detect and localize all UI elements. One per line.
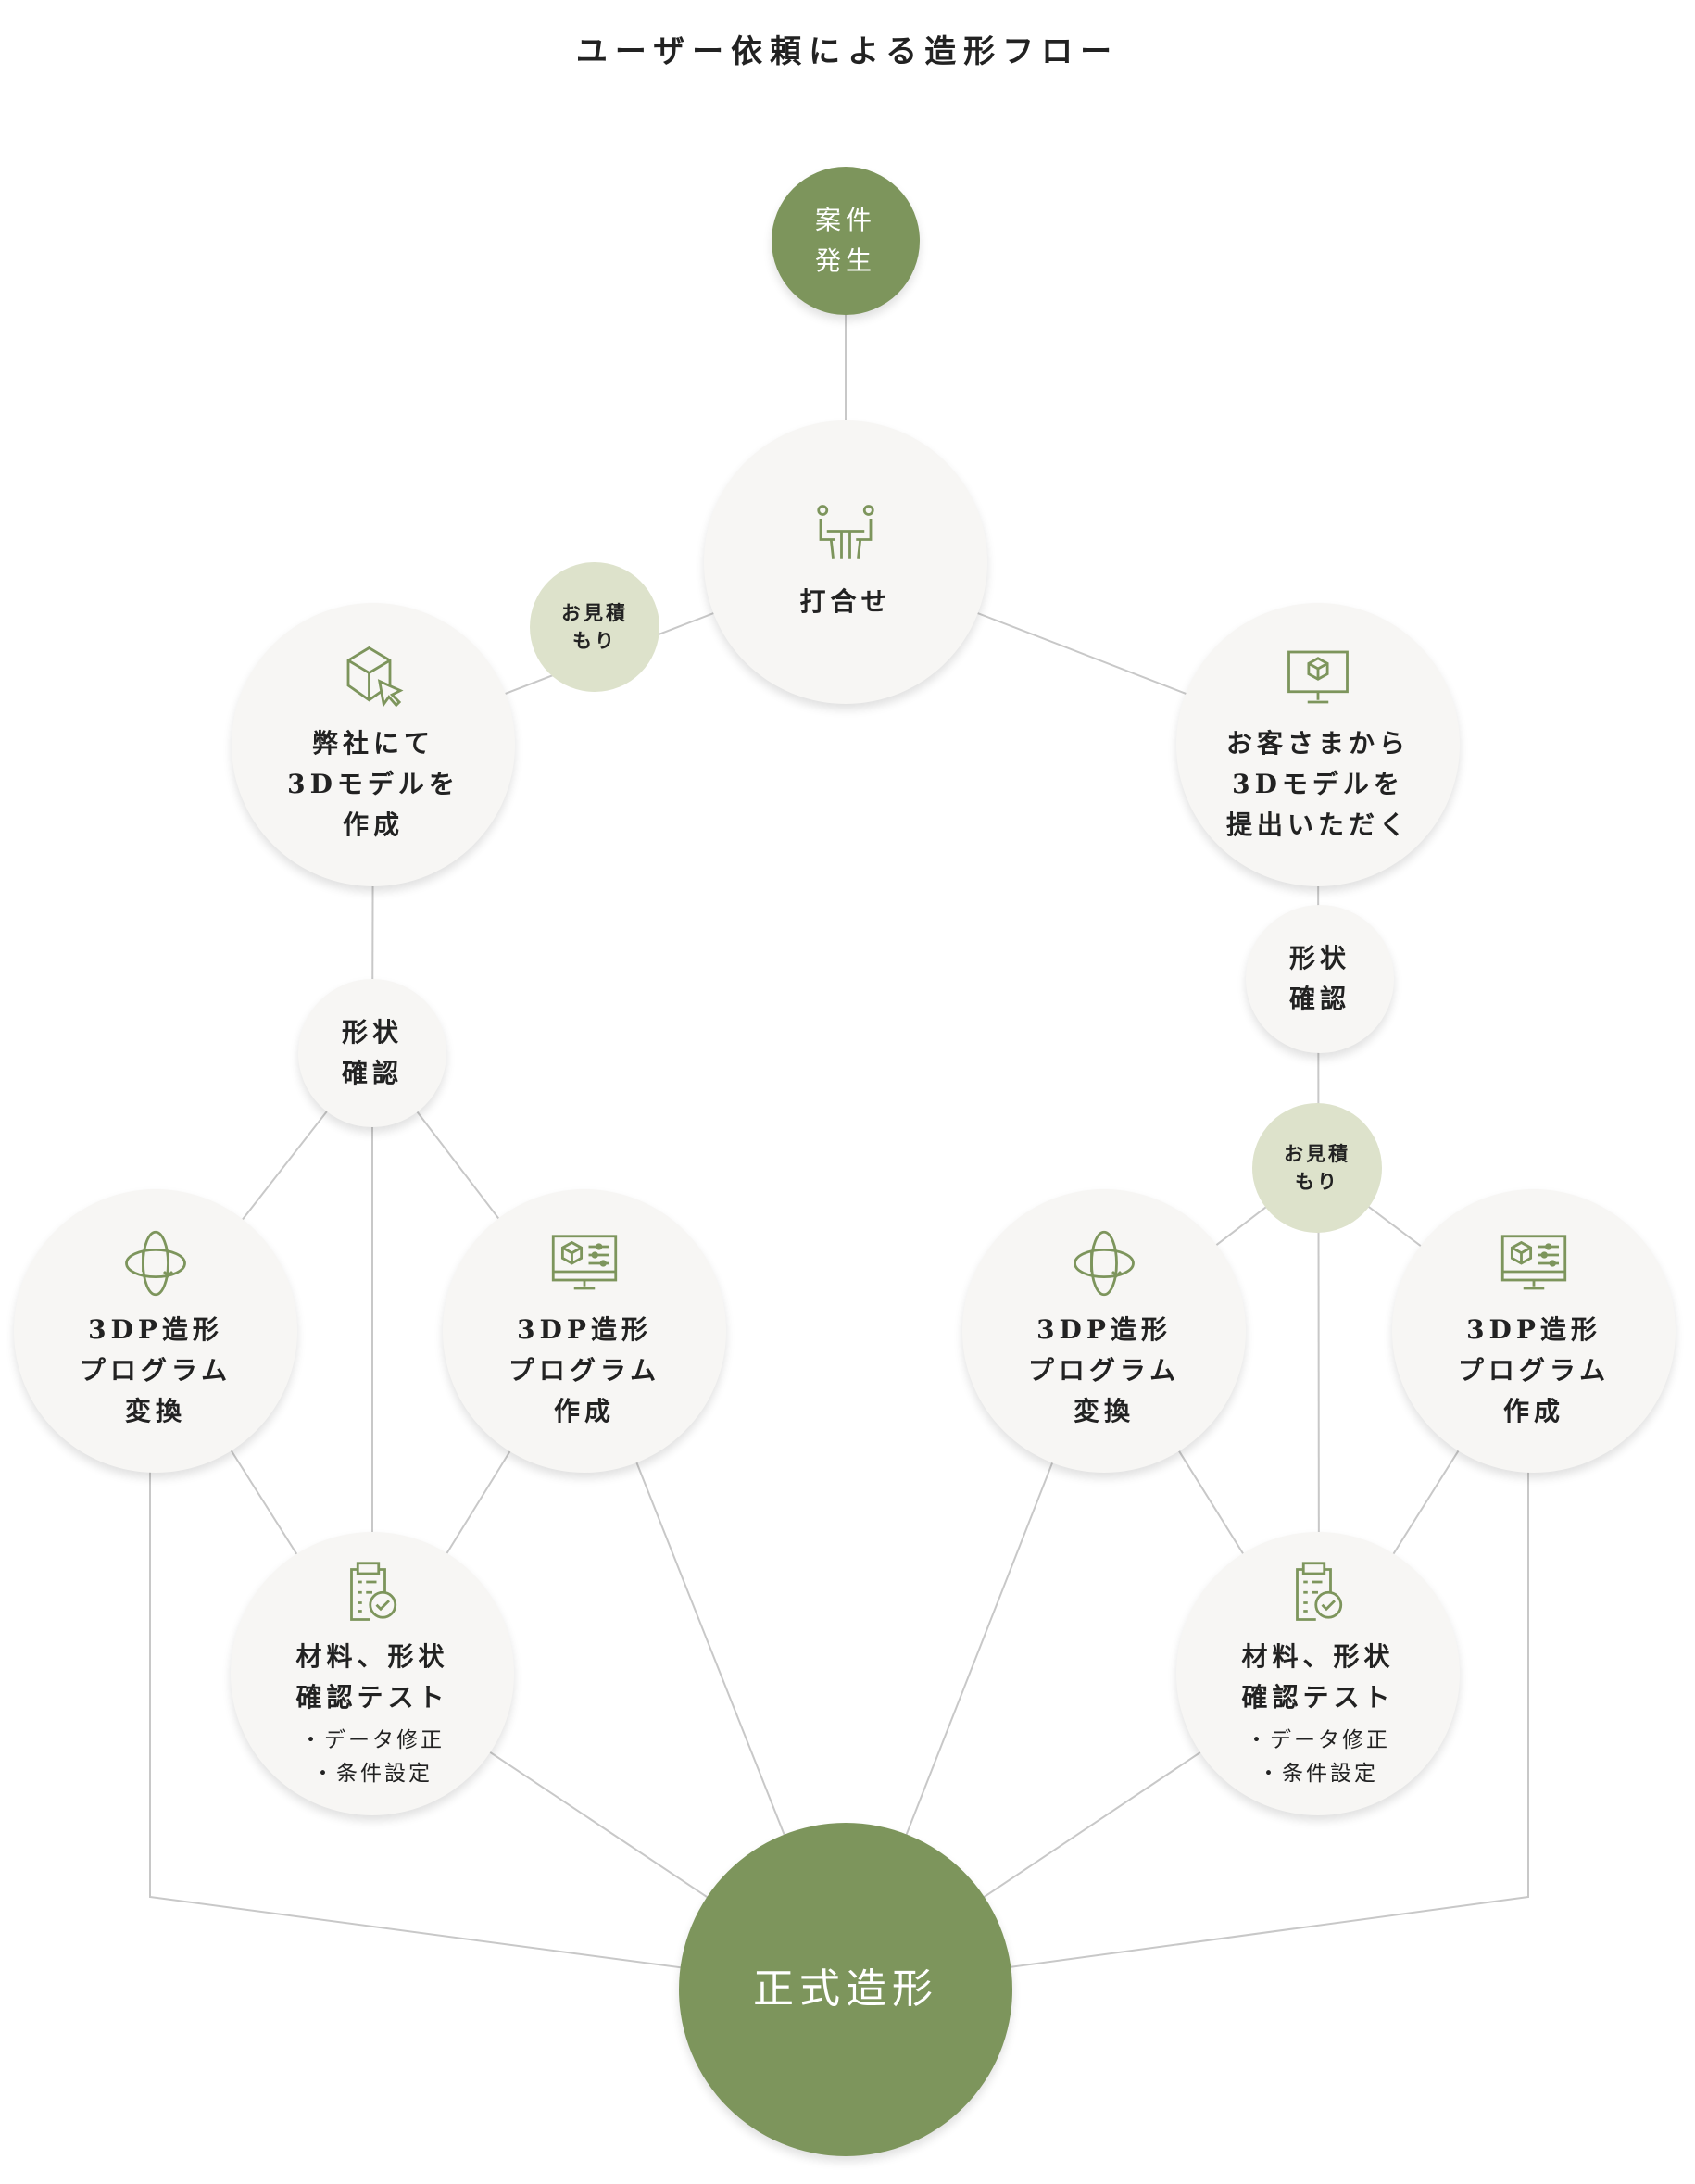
node-label: 3DP造形 プログラム 作成: [508, 1314, 661, 1426]
connector: [845, 1331, 1529, 1990]
node-convert-left: 3DP造形 プログラム 変換: [14, 1189, 297, 1473]
meeting-icon: [812, 502, 879, 569]
node-label: 正式造形: [753, 1965, 938, 2013]
node-label: 3DP造形 プログラム 変換: [79, 1314, 232, 1426]
node-label: 案件 発生: [814, 205, 876, 276]
rotate-orbit-icon: [1071, 1230, 1137, 1297]
monitor-cube-icon: [1285, 644, 1351, 710]
node-estimate-right: お見積 もり: [1252, 1103, 1382, 1233]
node-create-left: 3DP造形 プログラム 作成: [443, 1189, 726, 1473]
node-test-left: 材料、形状 確認テスト ・データ修正 ・条件設定: [231, 1532, 514, 1815]
node-start: 案件 発生: [772, 167, 920, 315]
node-in-house-model: 弊社にて 3Dモデルを 作成: [232, 603, 515, 886]
clipboard-check-icon: [339, 1557, 406, 1624]
node-label: 弊社にて 3Dモデルを 作成: [287, 728, 459, 840]
node-final: 正式造形: [679, 1823, 1012, 2156]
node-label: 材料、形状 確認テスト: [295, 1641, 449, 1713]
monitor-settings-icon: [1500, 1230, 1567, 1297]
node-label: 3DP造形 プログラム 変換: [1027, 1314, 1181, 1426]
node-sublabel: ・データ修正 ・条件設定: [1246, 1728, 1390, 1786]
cube-cursor-icon: [340, 644, 407, 710]
node-label: 形状 確認: [1288, 943, 1350, 1014]
node-label: お見積 もり: [1284, 1142, 1350, 1193]
node-label: お客さまから 3Dモデルを 提出いただく: [1225, 728, 1410, 840]
page-title: ユーザー依頼による造形フロー: [575, 33, 1120, 70]
connector: [149, 1331, 847, 1990]
node-shape-check-left: 形状 確認: [298, 979, 446, 1127]
node-customer-model: お客さまから 3Dモデルを 提出いただく: [1176, 603, 1460, 886]
node-label: 3DP造形 プログラム 作成: [1457, 1314, 1611, 1426]
node-shape-check-right: 形状 確認: [1246, 905, 1394, 1053]
node-meeting: 打合せ: [704, 420, 987, 704]
node-label: お見積 もり: [561, 601, 628, 652]
node-label: 打合せ: [799, 586, 892, 617]
node-sublabel: ・データ修正 ・条件設定: [300, 1728, 445, 1786]
node-convert-right: 3DP造形 プログラム 変換: [962, 1189, 1246, 1473]
node-estimate-left: お見積 もり: [530, 562, 659, 692]
node-label: 形状 確認: [341, 1017, 403, 1088]
node-test-right: 材料、形状 確認テスト ・データ修正 ・条件設定: [1176, 1532, 1460, 1815]
node-label: 材料、形状 確認テスト: [1241, 1641, 1395, 1713]
node-create-right: 3DP造形 プログラム 作成: [1392, 1189, 1676, 1473]
clipboard-check-icon: [1285, 1557, 1351, 1624]
rotate-orbit-icon: [122, 1230, 189, 1297]
monitor-settings-icon: [551, 1230, 618, 1297]
